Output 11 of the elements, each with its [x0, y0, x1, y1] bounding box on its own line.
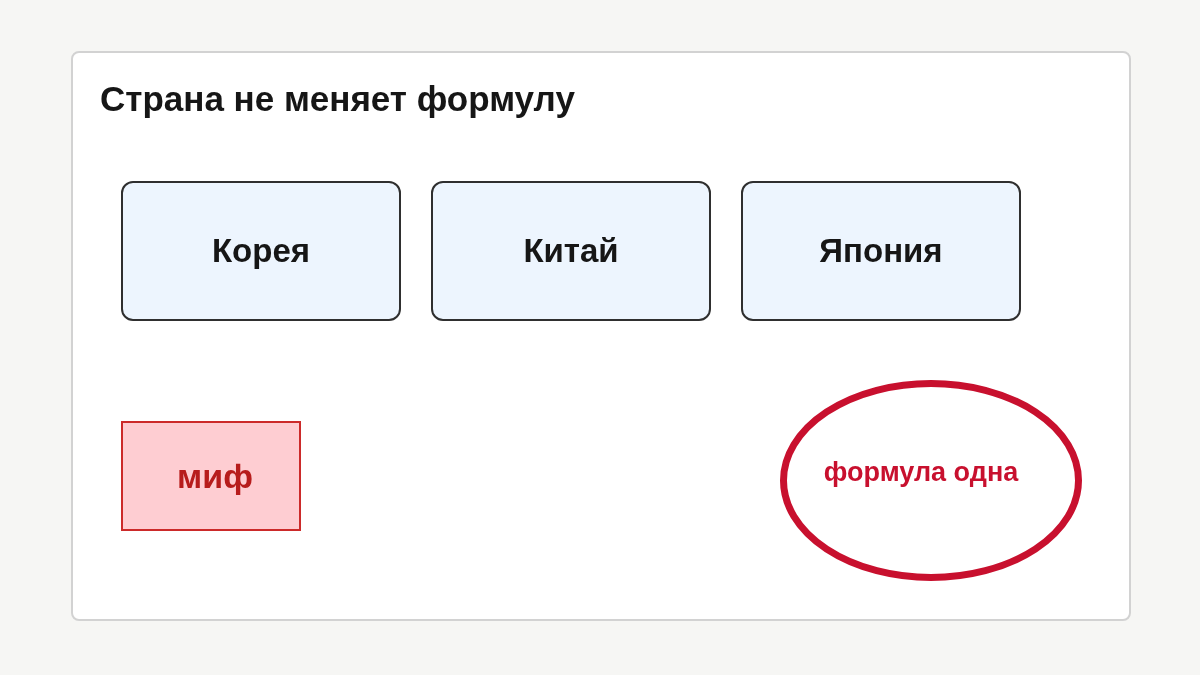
node-label: Корея — [211, 231, 311, 272]
node-label: миф — [177, 455, 253, 497]
country-box — [121, 181, 401, 321]
myth-box — [121, 421, 301, 531]
node-label: формула одна — [823, 455, 1019, 489]
node-label: Япония — [819, 231, 943, 272]
country-box — [431, 181, 711, 321]
diagram-title: Страна не меняет формулу — [100, 78, 575, 120]
node-label: Китай — [523, 231, 619, 272]
oval-node — [780, 380, 1082, 581]
country-box — [741, 181, 1021, 321]
